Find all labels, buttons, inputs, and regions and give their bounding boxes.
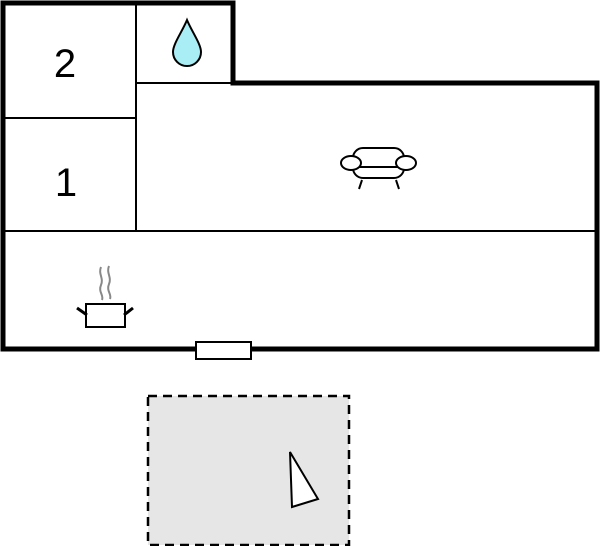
- compass-arrow-icon: [289, 451, 320, 509]
- cooking-pot-icon: [76, 265, 134, 328]
- room-label-2: 2: [54, 42, 76, 86]
- water-drop-icon: [171, 17, 203, 67]
- sofa-icon: [340, 147, 417, 190]
- terrace-area: [146, 394, 351, 546]
- door[interactable]: [195, 341, 252, 360]
- room-label-1: 1: [55, 161, 77, 205]
- interior-walls: [3, 3, 597, 232]
- exterior-walls: [0, 0, 600, 352]
